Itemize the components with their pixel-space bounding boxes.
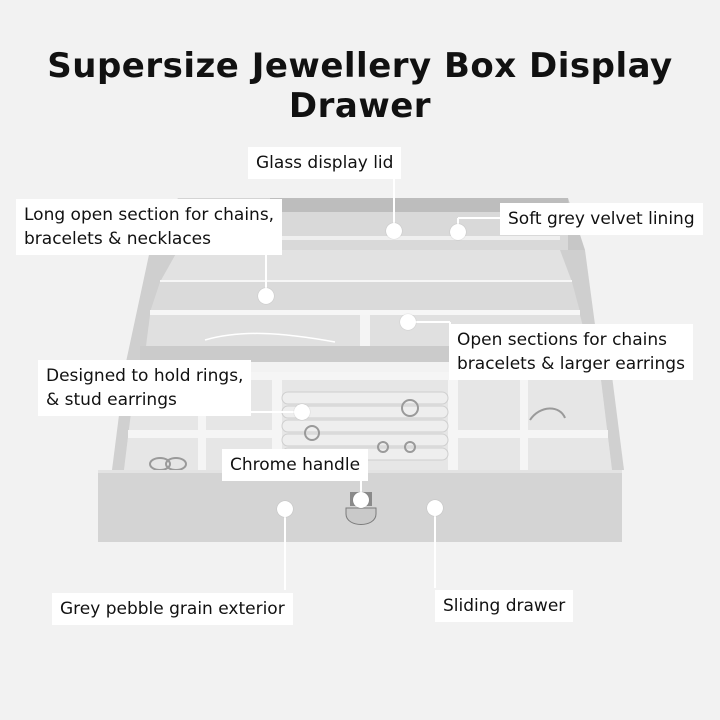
callout-handle-text: Chrome handle [230,455,361,475]
callout-rings-line2: & stud earrings [46,390,177,410]
page-title: Supersize Jewellery Box Display Drawer [47,46,673,126]
callout-long-section-line2: bracelets & necklaces [24,229,211,249]
glass-lid-dot [386,223,402,239]
handle-dot [353,492,369,508]
callout-drawer: Sliding drawer [435,590,574,622]
long-open-section [160,250,572,282]
callout-handle: Chrome handle [222,449,369,481]
callout-glass-lid-text: Glass display lid [256,153,394,173]
rings-dot [294,404,310,420]
long-section-dot [258,288,274,304]
callout-open-sections: Open sections for chains bracelets & lar… [449,324,693,380]
callout-drawer-text: Sliding drawer [443,596,566,616]
callout-long-section-line1: Long open section for chains, [24,205,275,225]
callout-open-sections-line1: Open sections for chains [457,330,667,350]
callout-glass-lid: Glass display lid [248,147,402,179]
callout-long-section: Long open section for chains, bracelets … [16,199,283,255]
callout-open-sections-line2: bracelets & larger earrings [457,354,685,374]
callout-velvet-text: Soft grey velvet lining [508,209,695,229]
open-sections-dot [400,314,416,330]
callout-rings: Designed to hold rings, & stud earrings [38,360,252,416]
velvet-dot [450,224,466,240]
callout-exterior: Grey pebble grain exterior [52,593,293,625]
drawer-dot [427,500,443,516]
callout-velvet: Soft grey velvet lining [500,203,703,235]
callout-exterior-text: Grey pebble grain exterior [60,599,285,619]
callout-rings-line1: Designed to hold rings, [46,366,244,386]
exterior-dot [277,501,293,517]
